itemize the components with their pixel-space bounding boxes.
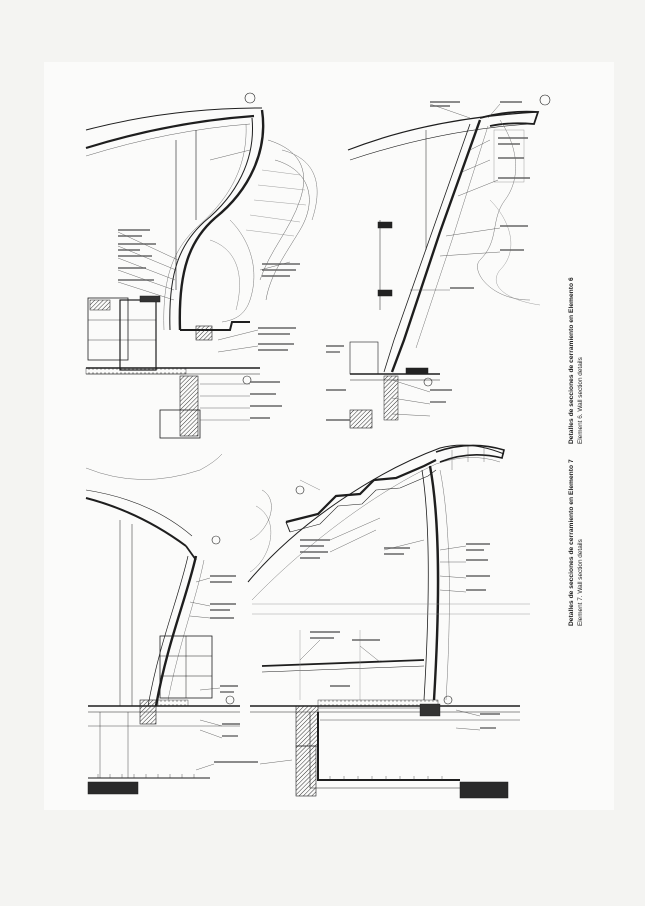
element-7-right-section (236, 444, 530, 799)
drawing-sheet (44, 62, 614, 810)
roof-wave-upper (247, 444, 505, 583)
element-7-left-section (85, 453, 240, 795)
inclined-wall-outer (390, 119, 482, 373)
wall-curve (154, 555, 198, 707)
stepped-roof (285, 459, 437, 524)
ceiling-line (261, 659, 425, 667)
roof-curve (347, 111, 539, 151)
roof-inner-line (85, 114, 255, 150)
element-7-subtitle: Element 7. Wall section details (577, 539, 584, 626)
tall-wall-outer (428, 465, 440, 701)
curved-wall-inner (169, 117, 254, 331)
element-7-title: Detalles de secciones de cerramiento en … (568, 459, 575, 626)
roof-outer-line (85, 107, 263, 131)
roof-fold (85, 497, 187, 547)
curved-wall-outer (178, 109, 265, 331)
element-6-right-section (326, 94, 551, 429)
element-6-left-section (85, 92, 318, 439)
element-7-title-block: Detalles de secciones de cerramiento en … (568, 386, 590, 626)
